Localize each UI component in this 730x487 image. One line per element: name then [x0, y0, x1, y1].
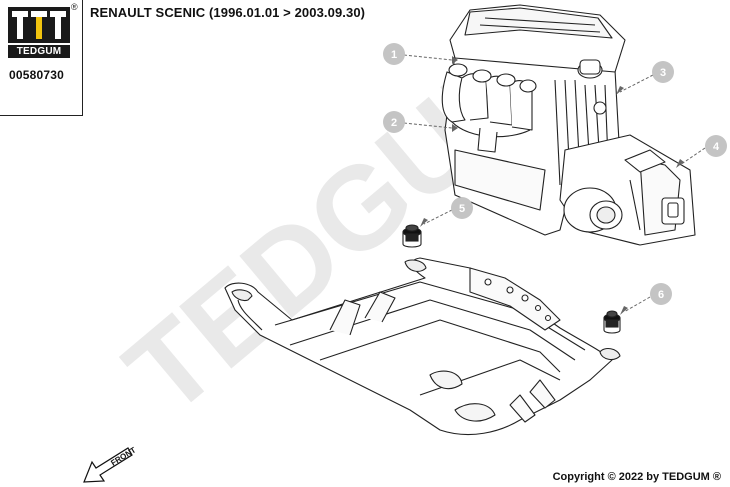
callout-1: 1 [383, 43, 405, 65]
logo-box: ® TEDGUM 00580730 [0, 0, 83, 116]
vehicle-title: RENAULT SCENIC (1996.01.01 > 2003.09.30) [90, 5, 366, 20]
callout-3-label: 3 [660, 67, 666, 79]
callout-5-label: 5 [459, 203, 465, 215]
callout-3: 3 [652, 61, 674, 83]
callout-1-label: 1 [391, 49, 397, 61]
engine-mount-5 [402, 224, 422, 248]
callout-4-label: 4 [713, 141, 720, 153]
callout-2: 2 [383, 111, 405, 133]
engine-mount-6 [603, 310, 621, 334]
part-number: 00580730 [9, 68, 64, 82]
callout-2-label: 2 [391, 117, 397, 129]
front-subframe [224, 257, 621, 436]
callout-6: 6 [650, 283, 672, 305]
callout-leaders [403, 54, 706, 313]
brand-name: TEDGUM [8, 45, 70, 58]
front-arrow-icon [83, 447, 133, 483]
registered-mark: ® [71, 2, 78, 12]
tedgum-logo-icon [8, 7, 70, 43]
callout-6-label: 6 [658, 289, 664, 301]
callout-arrows [420, 56, 684, 315]
copyright-text: Copyright © 2022 by TEDGUM ® [552, 471, 721, 483]
engine-assembly [441, 4, 696, 246]
front-label: FRONT [109, 445, 137, 467]
callout-4: 4 [705, 135, 727, 157]
callout-5: 5 [451, 197, 473, 219]
